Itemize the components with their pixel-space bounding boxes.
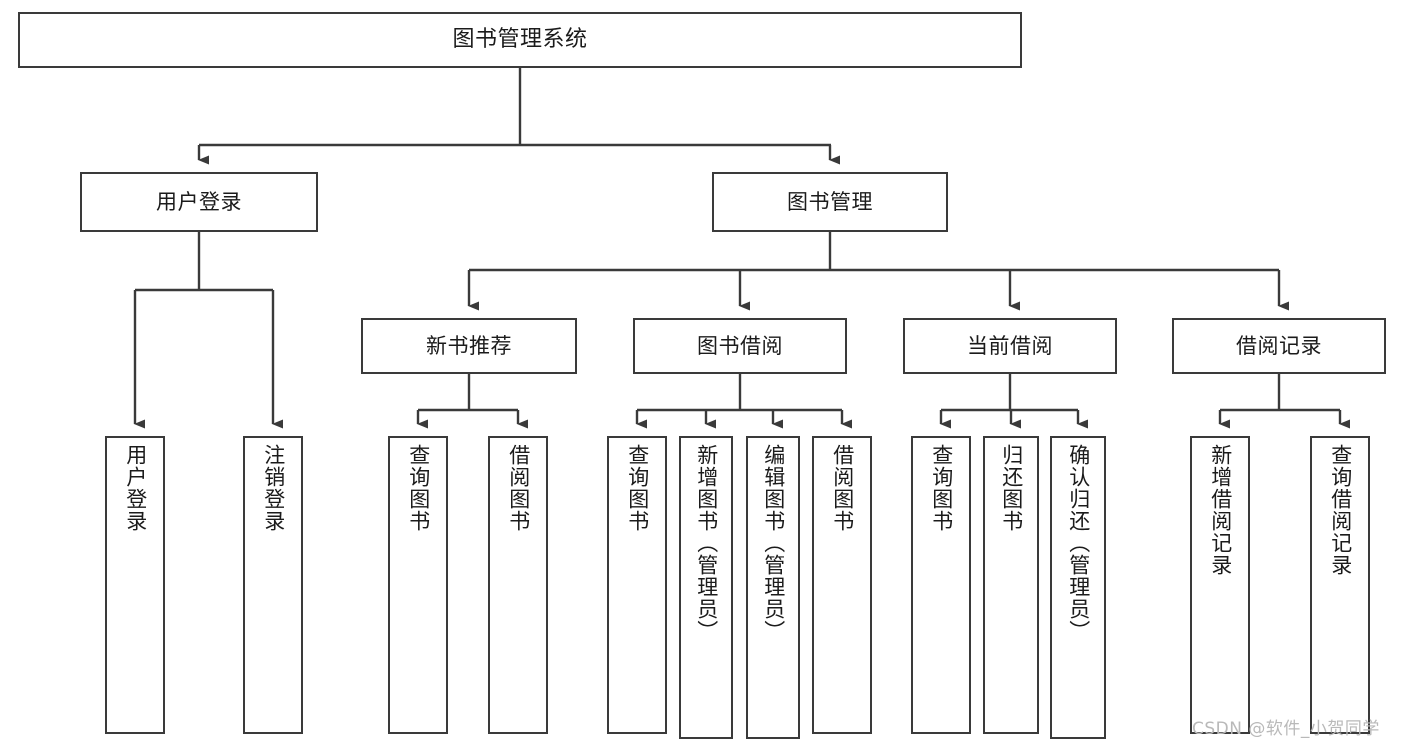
node-user-login[interactable]: 用户登录 — [80, 172, 318, 232]
node-leaf-rec-query-book-label: 查询图书 — [406, 444, 431, 532]
node-current-borrow[interactable]: 当前借阅 — [903, 318, 1117, 374]
node-leaf-rec-query-record[interactable]: 查询借阅记录 — [1310, 436, 1370, 734]
node-new-book-rec[interactable]: 新书推荐 — [361, 318, 577, 374]
node-user-login-label: 用户登录 — [156, 189, 242, 214]
node-root[interactable]: 图书管理系统 — [18, 12, 1022, 68]
node-leaf-rec-add-record[interactable]: 新增借阅记录 — [1190, 436, 1250, 734]
node-root-label: 图书管理系统 — [452, 27, 588, 53]
node-book-borrow-label: 图书借阅 — [697, 333, 783, 358]
node-leaf-user-logout-label: 注销登录 — [261, 444, 286, 532]
node-leaf-cur-query-book-label: 查询图书 — [929, 444, 954, 532]
node-leaf-borrow-edit-book[interactable]: 编辑图书（管理员） — [746, 436, 800, 739]
node-leaf-borrow-borrow-book[interactable]: 借阅图书 — [812, 436, 872, 734]
node-book-manage-label: 图书管理 — [787, 189, 873, 214]
node-leaf-borrow-borrow-book-label: 借阅图书 — [830, 444, 855, 532]
node-leaf-rec-borrow-book-label: 借阅图书 — [506, 444, 531, 532]
node-current-borrow-label: 当前借阅 — [967, 333, 1053, 358]
node-leaf-rec-query-record-label: 查询借阅记录 — [1328, 444, 1353, 576]
node-leaf-cur-confirm-return-label: 确认归还（管理员） — [1066, 444, 1091, 642]
node-leaf-rec-borrow-book[interactable]: 借阅图书 — [488, 436, 548, 734]
csdn-watermark: CSDN @软件_小贺同学 — [1192, 719, 1380, 739]
node-leaf-user-login[interactable]: 用户登录 — [105, 436, 165, 734]
node-leaf-user-login-label: 用户登录 — [123, 444, 148, 532]
node-borrow-record[interactable]: 借阅记录 — [1172, 318, 1386, 374]
node-leaf-user-logout[interactable]: 注销登录 — [243, 436, 303, 734]
node-leaf-cur-query-book[interactable]: 查询图书 — [911, 436, 971, 734]
node-leaf-borrow-edit-book-label: 编辑图书（管理员） — [761, 444, 786, 642]
node-leaf-borrow-query-book-label: 查询图书 — [625, 444, 650, 532]
node-book-borrow[interactable]: 图书借阅 — [633, 318, 847, 374]
node-leaf-borrow-add-book[interactable]: 新增图书（管理员） — [679, 436, 733, 739]
node-new-book-rec-label: 新书推荐 — [426, 333, 512, 358]
node-leaf-cur-confirm-return[interactable]: 确认归还（管理员） — [1050, 436, 1106, 739]
node-leaf-cur-return-book-label: 归还图书 — [999, 444, 1024, 532]
node-leaf-rec-query-book[interactable]: 查询图书 — [388, 436, 448, 734]
node-leaf-borrow-add-book-label: 新增图书（管理员） — [694, 444, 719, 642]
node-book-manage[interactable]: 图书管理 — [712, 172, 948, 232]
node-leaf-rec-add-record-label: 新增借阅记录 — [1208, 444, 1233, 576]
node-borrow-record-label: 借阅记录 — [1236, 333, 1322, 358]
node-leaf-cur-return-book[interactable]: 归还图书 — [983, 436, 1039, 734]
node-leaf-borrow-query-book[interactable]: 查询图书 — [607, 436, 667, 734]
